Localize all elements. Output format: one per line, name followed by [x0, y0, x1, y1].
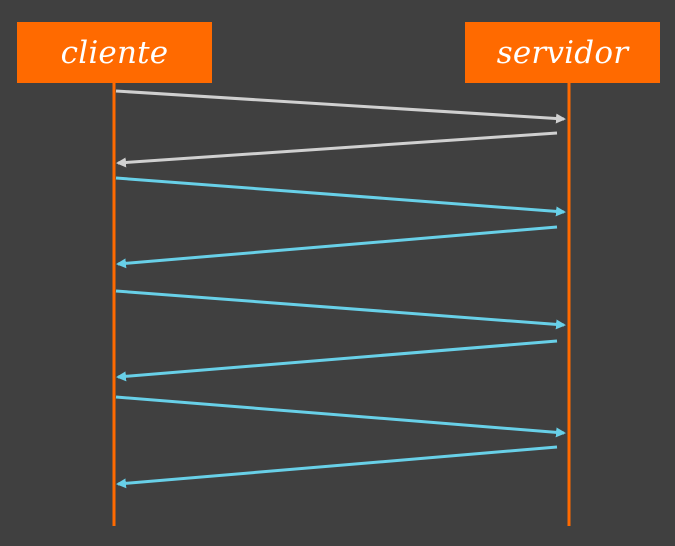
message-arrow-server-to-client-8: [116, 445, 558, 489]
message-arrow-client-to-server-3: [115, 176, 566, 217]
message-arrow-client-to-server-5: [115, 289, 566, 330]
handshake-arrow-server-to-client-2: [116, 131, 558, 168]
message-arrow-client-to-server-7: [115, 395, 566, 438]
client-actor-label: cliente: [60, 34, 169, 71]
handshake-arrow-client-to-server-1: [115, 89, 566, 124]
server-actor-label: servidor: [496, 34, 629, 71]
server-actor-box: servidor: [465, 22, 660, 83]
client-actor-box: cliente: [17, 22, 212, 83]
message-arrow-server-to-client-4: [116, 225, 558, 269]
message-arrow-server-to-client-6: [116, 339, 558, 382]
messages-group: [115, 89, 566, 489]
